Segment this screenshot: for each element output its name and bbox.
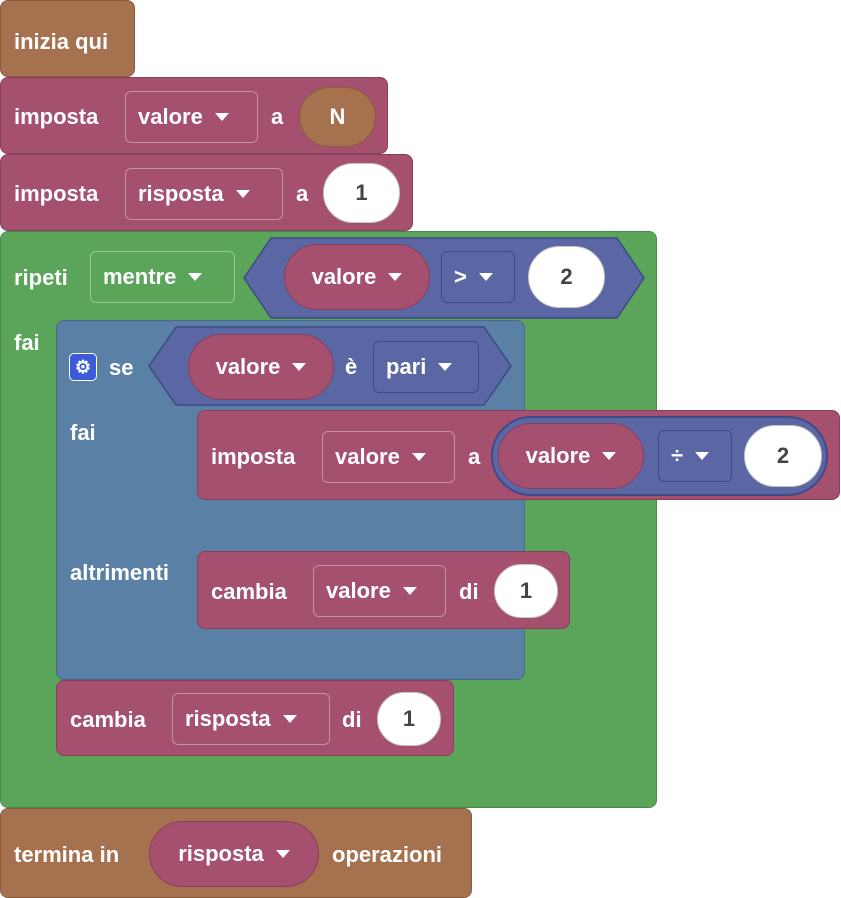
variable-label: valore [335,444,400,469]
set-valore-block[interactable]: imposta valore a N [0,77,388,154]
chevron-down-icon [411,453,426,461]
end-suffix: operazioni [332,842,443,867]
variable-dropdown[interactable]: valore [313,565,446,617]
chevron-down-icon [402,587,417,595]
number-input[interactable]: 2 [528,246,605,308]
variable-dropdown[interactable]: risposta [149,821,319,887]
start-label: inizia qui [14,29,109,54]
chevron-down-icon [282,715,297,723]
variable-label: risposta [138,181,224,206]
number-text: 1 [355,180,368,205]
loop-mode-label: mentre [103,264,177,289]
do-label: fai [14,330,40,355]
variable-label: risposta [178,841,264,866]
chevron-down-icon [438,363,453,371]
to-label: a [296,181,309,206]
variable-label: risposta [185,706,271,731]
number-input[interactable]: 1 [323,163,400,223]
variable-label: valore [215,354,281,379]
to-label: a [271,104,284,129]
number-text: 2 [776,443,790,468]
chevron-down-icon [188,273,203,281]
chevron-down-icon [602,452,617,460]
number-text: 2 [560,264,573,289]
chevron-down-icon [235,190,250,198]
loop-mode-dropdown[interactable]: mentre [90,251,235,303]
set-keyword: imposta [14,181,99,206]
change-keyword: cambia [211,579,287,604]
property-label: pari [386,354,427,379]
if-keyword: se [109,355,134,380]
value-text: N [329,104,346,129]
variable-dropdown[interactable]: risposta [172,693,330,745]
chevron-down-icon [388,273,403,281]
by-label: di [459,579,479,604]
variable-label: valore [326,578,391,603]
variable-label: valore [138,104,203,129]
number-input[interactable]: 1 [494,564,558,618]
operator-dropdown[interactable]: > [441,251,515,303]
change-keyword: cambia [70,707,146,732]
operator-label: > [454,264,467,289]
chevron-down-icon [214,113,229,121]
number-text: 1 [402,706,416,731]
end-prefix: termina in [14,842,120,867]
is-label: è [345,354,358,379]
chevron-down-icon [275,850,290,858]
then-label: fai [70,420,96,445]
change-valore-block[interactable]: cambia valore di 1 [197,551,570,629]
variable-dropdown[interactable]: risposta [125,168,283,220]
start-block[interactable]: inizia qui [0,0,135,77]
variable-label: valore [525,443,591,468]
set-keyword: imposta [211,444,296,469]
to-label: a [468,444,481,469]
else-label: altrimenti [70,560,170,585]
value-input[interactable]: N [299,87,376,147]
chevron-down-icon [292,363,307,371]
number-input[interactable]: 2 [744,425,822,487]
variable-dropdown[interactable]: valore [125,91,258,143]
set-keyword: imposta [14,104,99,129]
chevron-down-icon [478,273,493,281]
by-label: di [342,707,362,732]
operator-label: ÷ [671,443,684,468]
gear-icon[interactable]: ⚙ [69,353,97,381]
number-text: 1 [519,578,533,603]
variable-dropdown[interactable]: valore [284,244,430,310]
chevron-down-icon [695,452,710,460]
end-block[interactable]: termina in risposta operazioni [0,808,472,898]
number-input[interactable]: 1 [377,692,441,746]
change-risposta-block[interactable]: cambia risposta di 1 [56,680,454,756]
variable-dropdown[interactable]: valore [188,334,334,400]
operator-dropdown[interactable]: ÷ [658,430,732,482]
set-risposta-block[interactable]: imposta risposta a 1 [0,154,413,231]
variable-dropdown[interactable]: valore [322,431,455,483]
property-dropdown[interactable]: pari [373,341,479,393]
repeat-keyword: ripeti [14,265,68,290]
variable-label: valore [311,264,377,289]
variable-dropdown[interactable]: valore [498,423,644,489]
